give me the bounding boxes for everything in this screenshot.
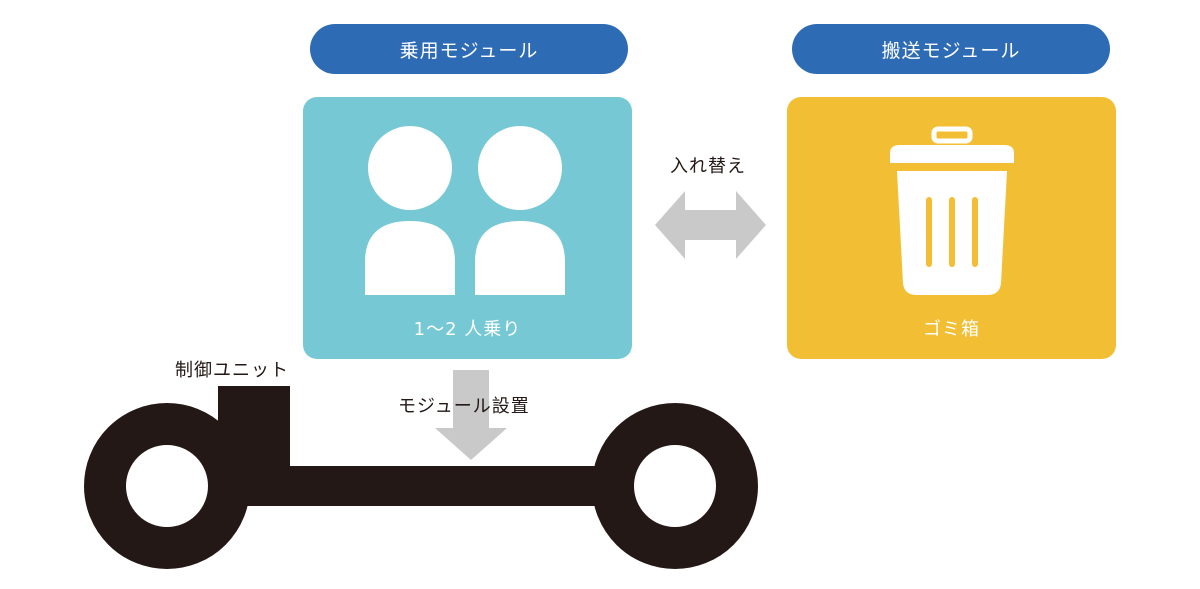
trash-can-lid — [890, 145, 1014, 163]
passenger-module-caption: 1～2 人乗り — [413, 319, 522, 340]
cargo-module-title-text: 搬送モジュール — [881, 39, 1021, 62]
trash-can-handle — [931, 126, 973, 144]
trash-can-stripe-3 — [972, 197, 978, 267]
passenger-module-title-text: 乗用モジュール — [399, 39, 539, 62]
install-down-arrow — [435, 370, 507, 460]
trash-can-stripe-2 — [949, 197, 955, 267]
right-wheel — [592, 403, 758, 569]
person-body-left — [365, 221, 455, 295]
trash-can-stripe-1 — [926, 197, 932, 267]
passenger-module-title: 乗用モジュール — [310, 24, 628, 74]
vehicle-axle-bar — [238, 466, 658, 506]
passenger-module-box: 1～2 人乗り — [303, 97, 632, 359]
control-unit-label: 制御ユニット — [175, 360, 289, 381]
trash-can-icon — [890, 126, 1014, 295]
cargo-module-title: 搬送モジュール — [792, 24, 1110, 74]
person-body-right — [475, 221, 565, 295]
cargo-module-caption: ゴミ箱 — [923, 319, 980, 340]
swap-double-arrow — [655, 191, 766, 259]
swap-label: 入れ替え — [670, 156, 746, 177]
cargo-module-box: ゴミ箱 — [787, 97, 1116, 359]
person-head-right — [478, 126, 562, 210]
left-wheel — [84, 403, 250, 569]
install-label: モジュール設置 — [398, 396, 530, 417]
two-people-icon — [365, 126, 565, 295]
person-head-left — [368, 126, 452, 210]
